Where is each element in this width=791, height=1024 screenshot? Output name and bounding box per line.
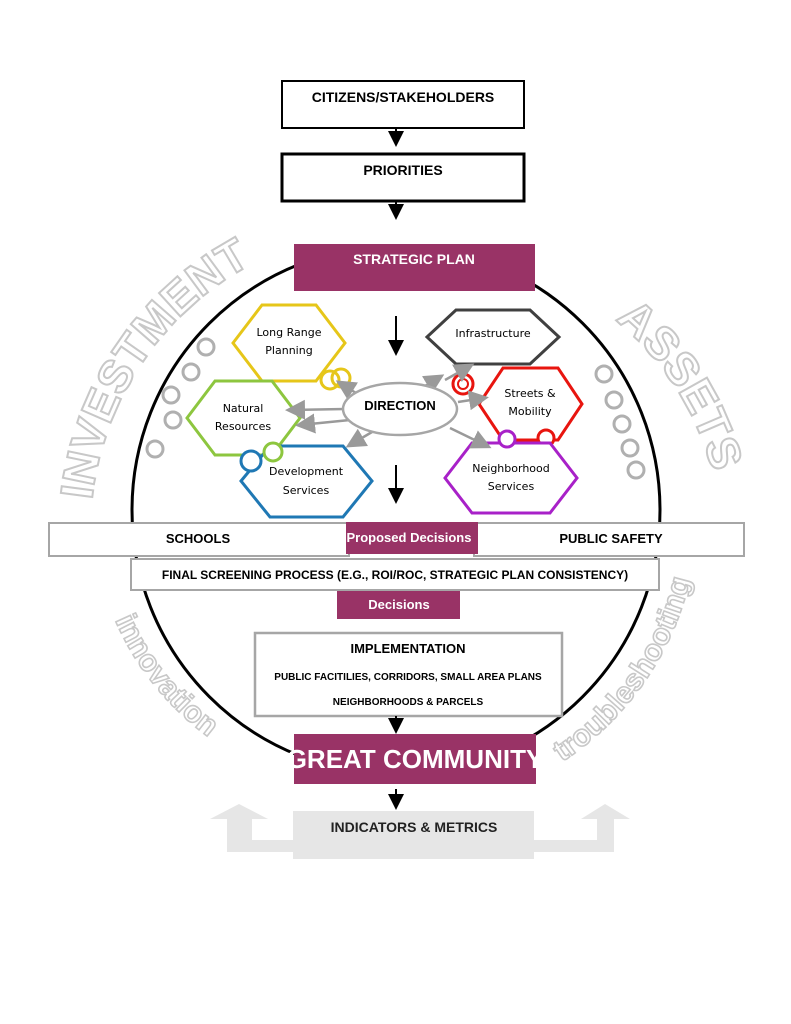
implementation-title: IMPLEMENTATION — [350, 641, 465, 656]
screening-label: FINAL SCREENING PROCESS (E.G., ROI/ROC, … — [162, 568, 628, 582]
indicators-label: INDICATORS & METRICS — [331, 819, 498, 835]
infrastructure-label: Infrastructure — [455, 327, 531, 340]
innovation-label: innovation — [109, 609, 225, 743]
streets-label-1: Streets & — [504, 387, 556, 400]
development-label-2: Services — [283, 484, 330, 497]
long-range-label-2: Planning — [265, 344, 312, 357]
public-safety-box — [473, 522, 745, 557]
decisions-label: Decisions — [368, 597, 429, 612]
priorities-label: PRIORITIES — [363, 162, 442, 178]
schools-box — [48, 522, 350, 557]
natural-label-1: Natural — [223, 402, 264, 415]
proposed-decisions-box — [346, 522, 478, 554]
investments-dots — [145, 337, 216, 459]
development-label-1: Development — [269, 465, 344, 478]
neighborhood-label-1: Neighborhood — [472, 462, 549, 475]
long-range-label-1: Long Range — [257, 326, 322, 339]
feedback-arrows — [210, 804, 630, 852]
troubleshooting-label: troubleshooting — [547, 573, 697, 768]
public-safety-label: PUBLIC SAFETY — [559, 531, 663, 546]
direction-arrows — [285, 363, 492, 449]
streets-label-2: Mobility — [508, 405, 552, 418]
neighborhood-services-hex — [443, 441, 579, 515]
natural-label-2: Resources — [215, 420, 271, 433]
direction-label: DIRECTION — [364, 398, 436, 413]
streets-mobility-hex — [477, 366, 584, 442]
priorities-box — [280, 152, 526, 203]
implementation-line-1: PUBLIC FACITILIES, CORRIDORS, SMALL AREA… — [274, 672, 542, 683]
neighborhood-label-2: Services — [488, 480, 535, 493]
screening-box — [130, 558, 660, 591]
great-community-label: GREAT COMMUNITY — [287, 744, 544, 774]
schools-label: SCHOOLS — [166, 531, 231, 546]
citizens-box — [281, 80, 525, 129]
decisions-box — [337, 591, 460, 619]
strategic-plan-box — [294, 244, 535, 291]
long-range-planning-hex — [231, 303, 347, 383]
strategic-plan-label: STRATEGIC PLAN — [353, 251, 475, 267]
assets-dots — [594, 364, 646, 480]
natural-resources-hex — [185, 379, 302, 457]
proposed-decisions-label: Proposed Decisions — [347, 530, 472, 545]
direction-ellipse — [341, 381, 459, 437]
great-community-box — [294, 734, 536, 784]
citizens-label: CITIZENS/STAKEHOLDERS — [312, 89, 495, 105]
indicators-box — [293, 811, 534, 859]
implementation-line-2: NEIGHBORHOODS & PARCELS — [333, 697, 484, 708]
implementation-box — [253, 631, 564, 718]
